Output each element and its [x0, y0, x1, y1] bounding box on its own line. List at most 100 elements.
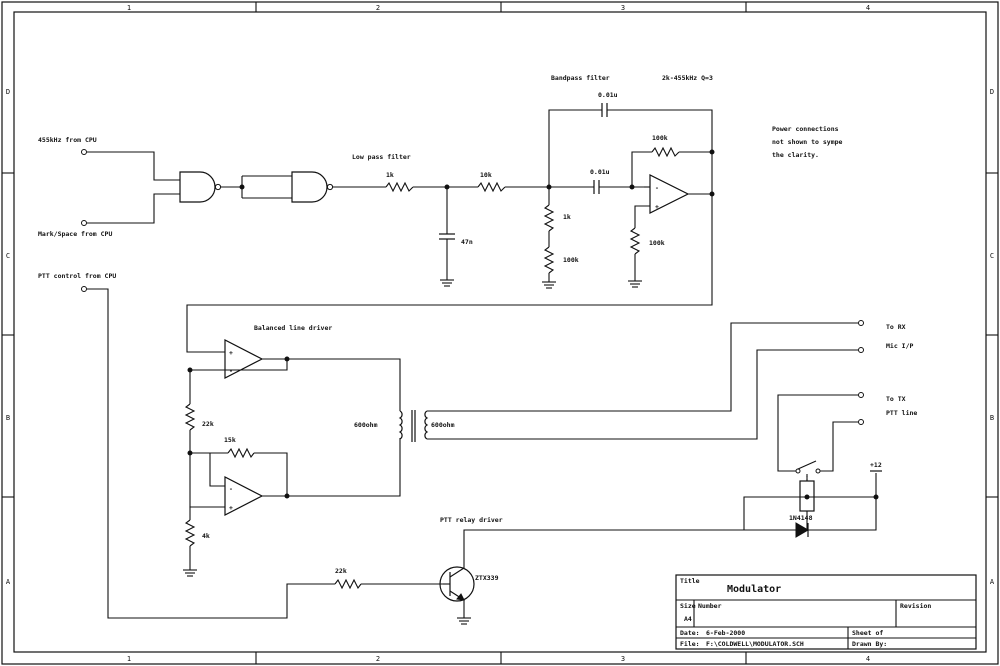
resistor-feedback [651, 146, 680, 158]
relay-contact [795, 460, 821, 474]
resistor-div-bot [543, 246, 555, 274]
svg-text:+: + [229, 349, 233, 357]
opamp-line-upper: + - [224, 339, 264, 379]
xfmr-primary-label: 600ohm [354, 421, 378, 429]
zone-left-d: D [6, 88, 10, 96]
zone-left-c: C [6, 252, 10, 260]
zone-top-1: 1 [127, 4, 131, 12]
resistor-line-b-value: 15k [224, 436, 236, 444]
file-value: F:\COLDWELL\MODULATOR.SCH [706, 640, 804, 648]
to-tx-label: To TX [886, 395, 906, 403]
capacitor-lp [439, 233, 455, 240]
diode [795, 522, 809, 538]
resistor-base [334, 578, 362, 590]
date-label: Date: [680, 629, 700, 637]
svg-text:-: - [655, 184, 659, 192]
clock-input-label: 455kHz from CPU [38, 136, 97, 144]
supply-label: +12 [870, 461, 882, 469]
size-label: Size [680, 602, 696, 610]
zone-top-3: 3 [621, 4, 625, 12]
transistor-label: ZTX339 [475, 574, 499, 582]
opamp-line-lower: - + [224, 476, 264, 516]
zone-bottom-2: 2 [376, 655, 380, 663]
zone-bottom-1: 1 [127, 655, 131, 663]
resistor-lp [385, 181, 414, 193]
power-note-line: Power connections [772, 125, 839, 133]
revision-label: Revision [900, 602, 931, 610]
zone-left-b: B [6, 414, 10, 422]
zone-top-2: 2 [376, 4, 380, 12]
zone-right-a: A [990, 578, 995, 586]
relay-driver-title: PTT relay driver [440, 516, 503, 524]
markspace-input-label: Mark/Space from CPU [38, 230, 112, 238]
resistor-line-a [184, 403, 196, 431]
transformer [398, 410, 429, 442]
svg-text:-: - [229, 367, 233, 375]
resistor-opamp-gnd [629, 227, 641, 255]
capacitor-input-value: 0.01u [590, 168, 610, 176]
input-markspace: Mark/Space from CPU [38, 193, 180, 238]
bandpass-title: Bandpass filter [551, 74, 610, 82]
file-label: File: [680, 640, 700, 648]
capacitor-lp-value: 47n [461, 238, 473, 246]
lowpass-title: Low pass filter [352, 153, 411, 161]
input-ptt: PTT control from CPU [38, 272, 335, 619]
capacitor-input [593, 180, 600, 194]
rx-terminal-2 [858, 347, 864, 353]
date-value: 6-Feb-2000 [706, 629, 745, 637]
zone-right-c: C [990, 252, 994, 260]
resistor-base-value: 22k [335, 567, 347, 575]
ground-lp [440, 279, 454, 287]
tx-terminal-1 [858, 392, 864, 398]
ptt-input-label: PTT control from CPU [38, 272, 116, 280]
power-note-line-3: the clarity. [772, 151, 819, 159]
zone-bottom-4: 4 [866, 655, 870, 663]
line-driver-title: Balanced line driver [254, 324, 332, 332]
ground-div [542, 281, 556, 289]
rx-terminal-1 [858, 320, 864, 326]
capacitor-feedback [601, 103, 608, 117]
ground-opamp [628, 280, 642, 288]
input-clock: 455kHz from CPU [38, 136, 180, 181]
title-block [675, 574, 977, 650]
ground-bias [183, 569, 197, 577]
title-label: Title [680, 577, 700, 585]
svg-text:+: + [655, 203, 659, 211]
size-value: A4 [684, 615, 692, 623]
tx-terminal-2 [858, 419, 864, 425]
svg-text:-: - [229, 485, 233, 493]
resistor-series-value: 10k [480, 171, 492, 179]
opamp-bandpass: - + [649, 174, 690, 214]
resistor-series [477, 181, 506, 193]
diode-value: 1N4148 [789, 514, 813, 522]
xfmr-secondary-label: 600ohm [431, 421, 455, 429]
number-label: Number [698, 602, 722, 610]
resistor-opamp-gnd-value: 100k [649, 239, 665, 247]
zone-labels: 1 2 3 4 1 2 3 4 D C B A D C B A [6, 4, 995, 663]
resistor-lp-value: 1k [386, 171, 394, 179]
sheet-label: Sheet of [852, 629, 883, 637]
markspace-terminal [81, 220, 87, 226]
ptt-line-label: PTT line [886, 409, 917, 417]
zone-top-4: 4 [866, 4, 870, 12]
resistor-feedback-value: 100k [652, 134, 668, 142]
schematic-title: Modulator [727, 584, 781, 595]
nand-gate-1 [179, 171, 222, 203]
ptt-terminal [81, 286, 87, 292]
to-rx-label: To RX [886, 323, 906, 331]
capacitor-feedback-value: 0.01u [598, 91, 618, 99]
bandpass-spec: 2k-455kHz Q=3 [662, 74, 713, 82]
resistor-line-a-value: 22k [202, 420, 214, 428]
zone-right-b: B [990, 414, 994, 422]
resistor-bias-value: 4k [202, 532, 210, 540]
resistor-div-bot-value: 100k [563, 256, 579, 264]
resistor-div-top [543, 204, 555, 232]
svg-text:+: + [229, 504, 233, 512]
resistor-line-b [227, 447, 255, 459]
clock-terminal [81, 149, 87, 155]
mic-io-label: Mic I/P [886, 342, 913, 350]
resistor-bias [184, 519, 196, 547]
